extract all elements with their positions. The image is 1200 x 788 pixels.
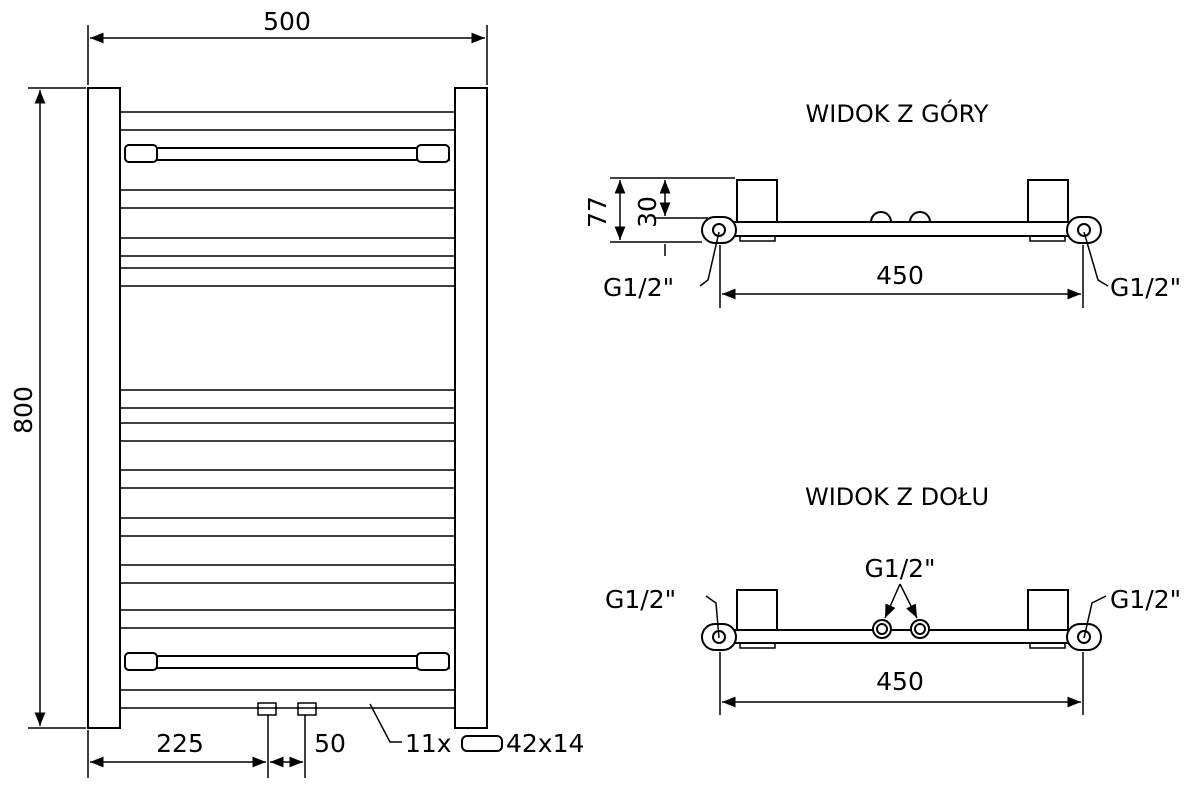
wall-bracket-right xyxy=(1027,179,1069,223)
bar-section-icon xyxy=(461,735,503,752)
left-collector xyxy=(87,87,121,729)
wall-bracket-left xyxy=(736,589,778,631)
heating-bar xyxy=(119,517,456,537)
heating-bars xyxy=(119,111,456,709)
end-cap-left xyxy=(701,216,737,244)
bottom-dimensions: 225 50 xyxy=(87,715,346,778)
height-label: 800 xyxy=(9,386,38,434)
heating-bar xyxy=(119,564,456,584)
bottom-connector-left-label: G1/2" xyxy=(605,585,676,614)
heating-bar xyxy=(119,609,456,629)
heating-bar xyxy=(119,469,456,489)
depth-axis-label: 30 xyxy=(633,196,662,228)
wall-bracket-left xyxy=(736,179,778,223)
top-connector-left-label: G1/2" xyxy=(603,273,674,302)
hanger-rod-top xyxy=(124,144,450,163)
top-connector-right-label: G1/2" xyxy=(1110,273,1181,302)
heating-bar xyxy=(119,267,456,287)
top-view-title: WIDOK Z GÓRY xyxy=(806,98,989,128)
depth-total-label: 77 xyxy=(583,196,612,228)
heating-bar xyxy=(119,189,456,209)
end-cap-right xyxy=(1066,216,1102,244)
hanger-rod-bottom xyxy=(124,652,450,671)
wall-bracket-right xyxy=(1027,589,1069,631)
heating-bar xyxy=(119,237,456,257)
heating-bar xyxy=(119,422,456,442)
top-view: WIDOK Z GÓRY 77 30 450 G1/2" xyxy=(583,98,1181,308)
bottom-view-title: WIDOK Z DOŁU xyxy=(805,483,989,511)
bottom-view: WIDOK Z DOŁU G1/2" G1/2" G1/2" 450 xyxy=(605,483,1181,715)
bar-count-leader: 11x 42x14 xyxy=(369,703,584,758)
top-span-label: 450 xyxy=(876,261,924,290)
left-offset-label: 225 xyxy=(156,729,204,758)
bottom-connectors xyxy=(257,702,317,716)
front-view: 500 800 225 50 11x 42x14 xyxy=(9,7,584,778)
bottom-connector-middle-label: G1/2" xyxy=(864,554,935,583)
height-dimension: 800 xyxy=(9,87,86,729)
bottom-span-label: 450 xyxy=(876,667,924,696)
bottom-connector-right-label: G1/2" xyxy=(1110,585,1181,614)
supply-connector xyxy=(872,619,892,639)
heating-bar xyxy=(119,389,456,409)
bar-size-label: 42x14 xyxy=(506,729,584,758)
width-label: 500 xyxy=(263,7,311,36)
return-connector xyxy=(910,619,930,639)
heating-bar xyxy=(119,689,456,709)
heating-bar xyxy=(119,111,456,131)
right-collector xyxy=(454,87,488,729)
width-dimension: 500 xyxy=(87,7,488,85)
spacing-label: 50 xyxy=(314,729,346,758)
bar-count-label: 11x xyxy=(405,729,452,758)
